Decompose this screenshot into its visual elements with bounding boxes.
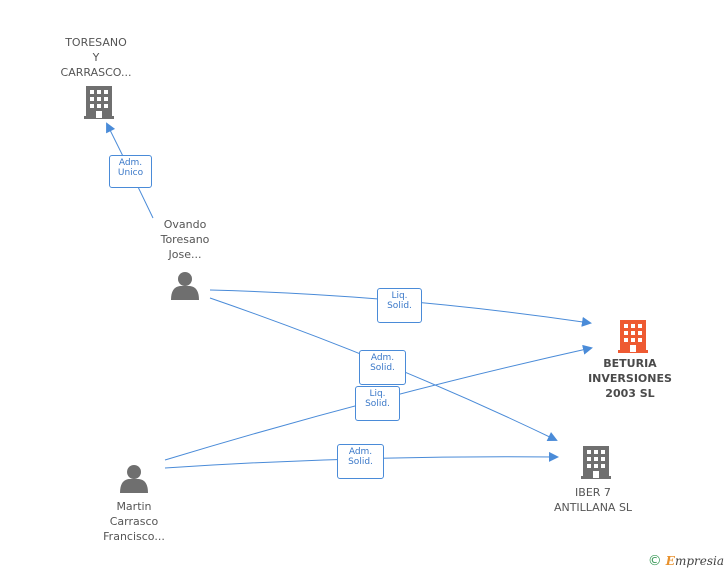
node-label-martin[interactable]: Martin Carrasco Francisco... bbox=[103, 500, 165, 543]
edge-label-adm-unico: Adm. Unico bbox=[109, 155, 152, 188]
building-icon[interactable] bbox=[84, 86, 114, 119]
person-icon[interactable] bbox=[171, 272, 199, 300]
edge-label-liq-solid: Liq. Solid. bbox=[355, 386, 400, 421]
building-highlight-icon[interactable] bbox=[618, 320, 648, 353]
node-label-iber[interactable]: IBER 7 ANTILLANA SL bbox=[553, 486, 633, 514]
node-label-beturia[interactable]: BETURIA INVERSIONES 2003 SL bbox=[588, 357, 672, 400]
person-icon[interactable] bbox=[120, 465, 148, 493]
brand-logo: Empresia bbox=[665, 554, 724, 568]
edge-label-liq-solid: Liq. Solid. bbox=[377, 288, 422, 323]
edge-label-adm-solid: Adm. Solid. bbox=[359, 350, 406, 385]
footer-brand: ©Empresia bbox=[648, 553, 724, 569]
node-label-ovando[interactable]: Ovando Toresano Jose... bbox=[160, 218, 210, 261]
building-icon[interactable] bbox=[581, 446, 611, 479]
node-label-toresano[interactable]: TORESANO Y CARRASCO... bbox=[60, 36, 132, 79]
edge-label-adm-solid: Adm. Solid. bbox=[337, 444, 384, 479]
copyright-icon: © bbox=[647, 553, 662, 569]
